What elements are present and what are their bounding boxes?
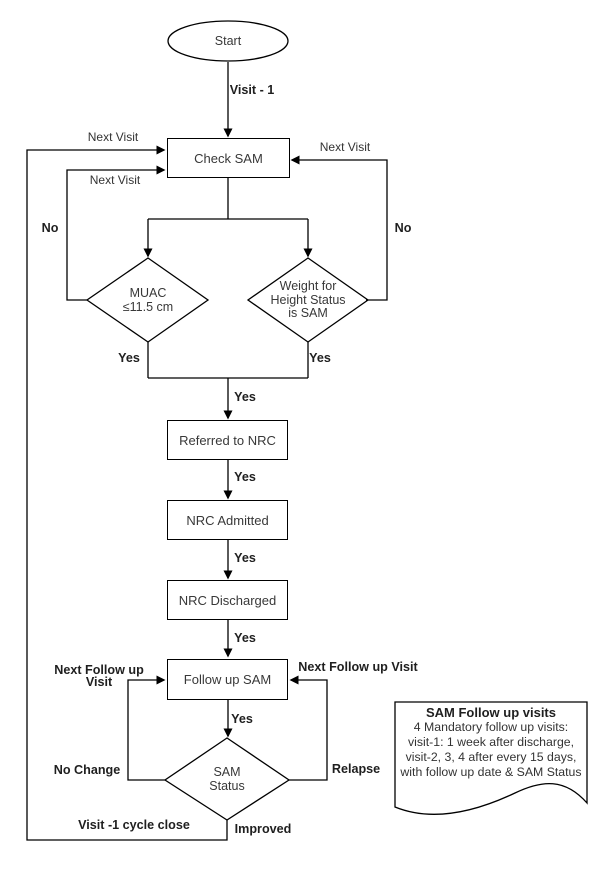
- edge-label-improved: Improved: [234, 822, 292, 836]
- edge-label-yes-wfh: Yes: [309, 351, 331, 365]
- edge-wfh-no-loop: [290, 155, 388, 301]
- node-referred-to-nrc: Referred to NRC: [167, 420, 288, 460]
- node-referred-to-nrc-label: Referred to NRC: [179, 432, 276, 448]
- node-nrc-discharged-label: NRC Discharged: [178, 592, 277, 608]
- note-line3: visit-2, 3, 4 after every 15 days,: [405, 750, 577, 764]
- edge-label-relapse: Relapse: [331, 762, 381, 776]
- sam-status-line2: Status: [209, 779, 245, 793]
- node-nrc-admitted: NRC Admitted: [167, 500, 288, 540]
- edge-label-yes-after-admitted: Yes: [234, 551, 256, 565]
- edge-label-visit-1: Visit - 1: [229, 83, 275, 97]
- note-title: SAM Follow up visits: [425, 705, 556, 720]
- node-check-sam-label: Check SAM: [194, 150, 263, 166]
- muac-line2: ≤11.5 cm: [122, 300, 174, 314]
- next-follow-up-left-line1: Next Follow up: [54, 663, 144, 677]
- node-follow-up-sam: Follow up SAM: [167, 659, 288, 700]
- edge-label-visit-1-cycle-close: Visit -1 cycle close: [78, 818, 190, 832]
- node-muac-label: MUAC ≤11.5 cm: [123, 286, 173, 314]
- edge-label-no-right: No: [394, 221, 412, 235]
- edge-label-next-visit-right: Next Visit: [319, 140, 371, 154]
- edge-label-next-follow-up-left: Next Follow up Visit: [54, 663, 144, 689]
- edge-label-next-visit-left-mid: Next Visit: [89, 173, 141, 187]
- node-follow-up-sam-label: Follow up SAM: [183, 672, 272, 687]
- edge-improved-cycle-close-loop: [26, 145, 228, 841]
- node-check-sam: Check SAM: [167, 138, 290, 178]
- node-nrc-discharged: NRC Discharged: [167, 580, 288, 620]
- edge-label-yes-merge: Yes: [234, 390, 256, 404]
- edge-label-no-left: No: [41, 221, 59, 235]
- edge-label-yes-after-follow-up: Yes: [231, 712, 253, 726]
- edge-label-yes-after-referred: Yes: [234, 470, 256, 484]
- node-start: Start: [214, 34, 242, 48]
- edge-relapse-loop: [289, 675, 328, 781]
- wfh-line1: Weight for: [279, 278, 337, 293]
- edge-label-next-visit-left-top: Next Visit: [87, 130, 139, 144]
- edge-muac-no-loop: [66, 165, 166, 301]
- note-line2: visit-1: 1 week after discharge,: [407, 735, 575, 749]
- edge-label-yes-muac: Yes: [118, 351, 140, 365]
- wfh-line2: Height Status: [270, 292, 346, 307]
- note-sam-follow-up-visits: SAM Follow up visits 4 Mandatory follow …: [397, 705, 585, 780]
- wfh-line3: is SAM: [288, 305, 328, 320]
- node-sam-status-label: SAM Status: [209, 765, 244, 793]
- note-line1: 4 Mandatory follow up visits:: [413, 720, 569, 734]
- edge-label-yes-after-discharged: Yes: [234, 631, 256, 645]
- node-nrc-admitted-label: NRC Admitted: [186, 512, 269, 528]
- edge-no-change-loop: [127, 675, 166, 781]
- muac-line1: MUAC: [129, 286, 167, 300]
- note-document-shape: [394, 701, 588, 815]
- note-line4: with follow up date & SAM Status: [400, 765, 582, 779]
- next-follow-up-left-line2: Visit: [85, 675, 113, 689]
- sam-status-line1: SAM: [213, 765, 241, 779]
- edge-label-no-change: No Change: [53, 763, 121, 777]
- start-ellipse-shape: [167, 20, 289, 62]
- node-weight-for-height-label: Weight for Height Status is SAM: [270, 278, 346, 321]
- edge-label-next-follow-up-right: Next Follow up Visit: [298, 660, 418, 674]
